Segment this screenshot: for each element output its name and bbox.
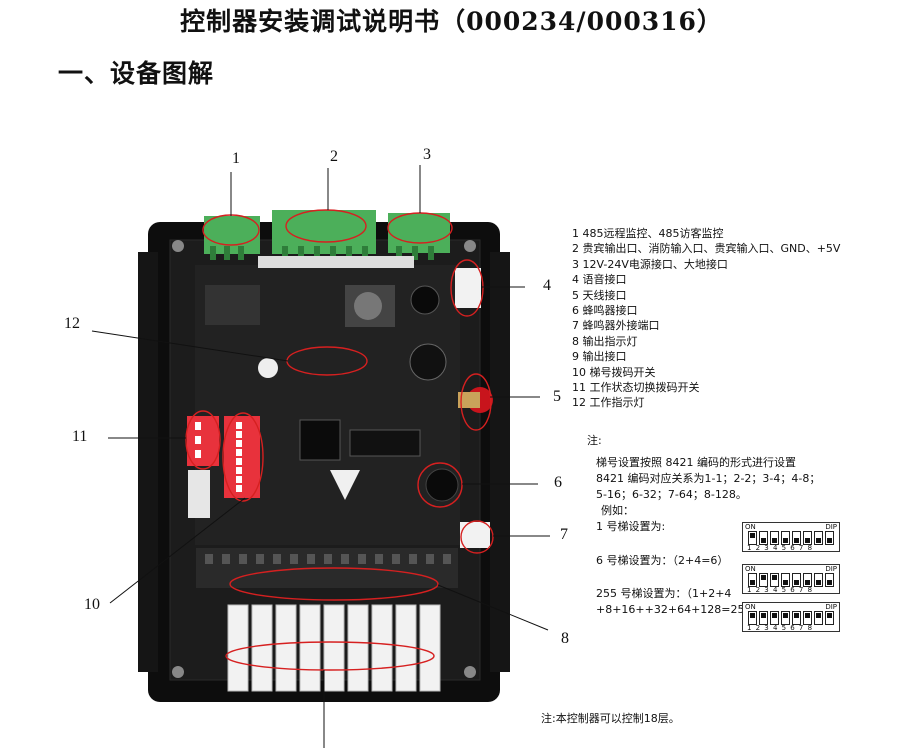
example-6-text: 6 号梯设置为：（2+4=6）	[596, 554, 729, 567]
dip-switch	[803, 611, 812, 625]
example-255-text-a: 255 号梯设置为：（1+2+4	[596, 587, 732, 600]
dip-switch	[825, 611, 834, 625]
legend-item: 2 贵宾输出口、消防输入口、贵宾输入口、GND、+5V	[572, 242, 841, 256]
dip-dp-label: DIP	[825, 603, 837, 611]
notes-label: 注:	[587, 434, 602, 447]
note-line: 5-16；6-32；7-64；8-128。	[596, 488, 747, 501]
callout-7: 7	[560, 526, 568, 543]
legend-item: 8 输出指示灯	[572, 334, 638, 348]
voice-connector	[455, 268, 481, 308]
legend-item: 6 蜂鸣器接口	[572, 304, 638, 318]
dip-switch	[814, 611, 823, 625]
buzzer	[425, 468, 459, 502]
dip-switch	[792, 531, 801, 545]
footer-note: 注:本控制器可以控制18层。	[541, 712, 680, 725]
dip-switch	[759, 611, 768, 625]
dip-switch	[770, 531, 779, 545]
dip-dp-label: DIP	[825, 565, 837, 573]
callout-5: 5	[553, 388, 561, 405]
legend-item: 11 工作状态切换拨码开关	[572, 381, 700, 395]
legend-item: 3 12V-24V电源接口、大地接口	[572, 257, 728, 271]
example-255-text-b: +8+16++32+64+128=255）	[596, 603, 763, 616]
dip-switch	[803, 573, 812, 587]
callout-2: 2	[330, 148, 338, 165]
legend-item: 10 梯号拨码开关	[572, 365, 656, 379]
dip-switch	[792, 611, 801, 625]
dip-numbers: 12345678	[747, 544, 817, 552]
callout-10: 10	[84, 596, 100, 613]
dip-switch	[748, 531, 757, 545]
callout-3: 3	[423, 146, 431, 163]
note-line: 梯号设置按照 8421 编码的形式进行设置	[596, 456, 796, 469]
dip-switch-mode	[187, 416, 219, 466]
dip-switch	[825, 531, 834, 545]
callout-6: 6	[554, 474, 562, 491]
legend-item: 1 485远程监控、485访客监控	[572, 227, 724, 240]
dip-example-6: ON DIP 12345678	[742, 564, 840, 594]
dip-on-label: ON	[745, 565, 756, 573]
dip-switch	[781, 573, 790, 587]
legend-item: 5 天线接口	[572, 288, 627, 302]
callout-1: 1	[232, 150, 240, 167]
dip-switch	[748, 611, 757, 625]
callout-12: 12	[64, 315, 80, 332]
example-1-text: 1 号梯设置为:	[596, 520, 666, 533]
legend-item: 4 语音接口	[572, 273, 627, 287]
dip-on-label: ON	[745, 523, 756, 531]
dip-switch	[748, 573, 757, 587]
document-title: 控制器安装调试说明书（000234/000316）	[180, 7, 723, 36]
dip-switch	[759, 531, 768, 545]
callout-8: 8	[561, 630, 569, 647]
dip-switch	[781, 531, 790, 545]
dip-example-1: ON DIP 12345678	[742, 522, 840, 552]
dip-switch	[814, 531, 823, 545]
dip-switch-elevator	[224, 416, 260, 498]
legend-item: 7 蜂鸣器外接端口	[572, 319, 660, 333]
dip-numbers: 12345678	[747, 624, 817, 632]
callout-4: 4	[543, 277, 551, 294]
dip-switch	[759, 573, 768, 587]
dip-switch	[814, 573, 823, 587]
dip-dp-label: DIP	[825, 523, 837, 531]
dip-switch	[825, 573, 834, 587]
dip-switch	[781, 611, 790, 625]
dip-switch	[770, 611, 779, 625]
legend-item: 12 工作指示灯	[572, 396, 645, 410]
note-line: 例如：	[601, 504, 634, 517]
legend-list: 1 485远程监控、485访客监控 2 贵宾输出口、消防输入口、贵宾输入口、GN…	[572, 226, 840, 411]
section-heading: 一、设备图解	[58, 59, 215, 88]
legend-item: 9 输出接口	[572, 350, 627, 364]
dip-switch	[803, 531, 812, 545]
dip-switch	[770, 573, 779, 587]
dip-example-255: ON DIP 12345678	[742, 602, 840, 632]
callout-11: 11	[72, 428, 88, 445]
buzzer-ext-connector	[460, 522, 490, 548]
output-connectors	[227, 604, 441, 692]
dip-switch	[792, 573, 801, 587]
dip-numbers: 12345678	[747, 586, 817, 594]
note-line: 8421 编码对应关系为1-1；2-2；3-4；4-8；	[596, 472, 821, 485]
dip-on-label: ON	[745, 603, 756, 611]
